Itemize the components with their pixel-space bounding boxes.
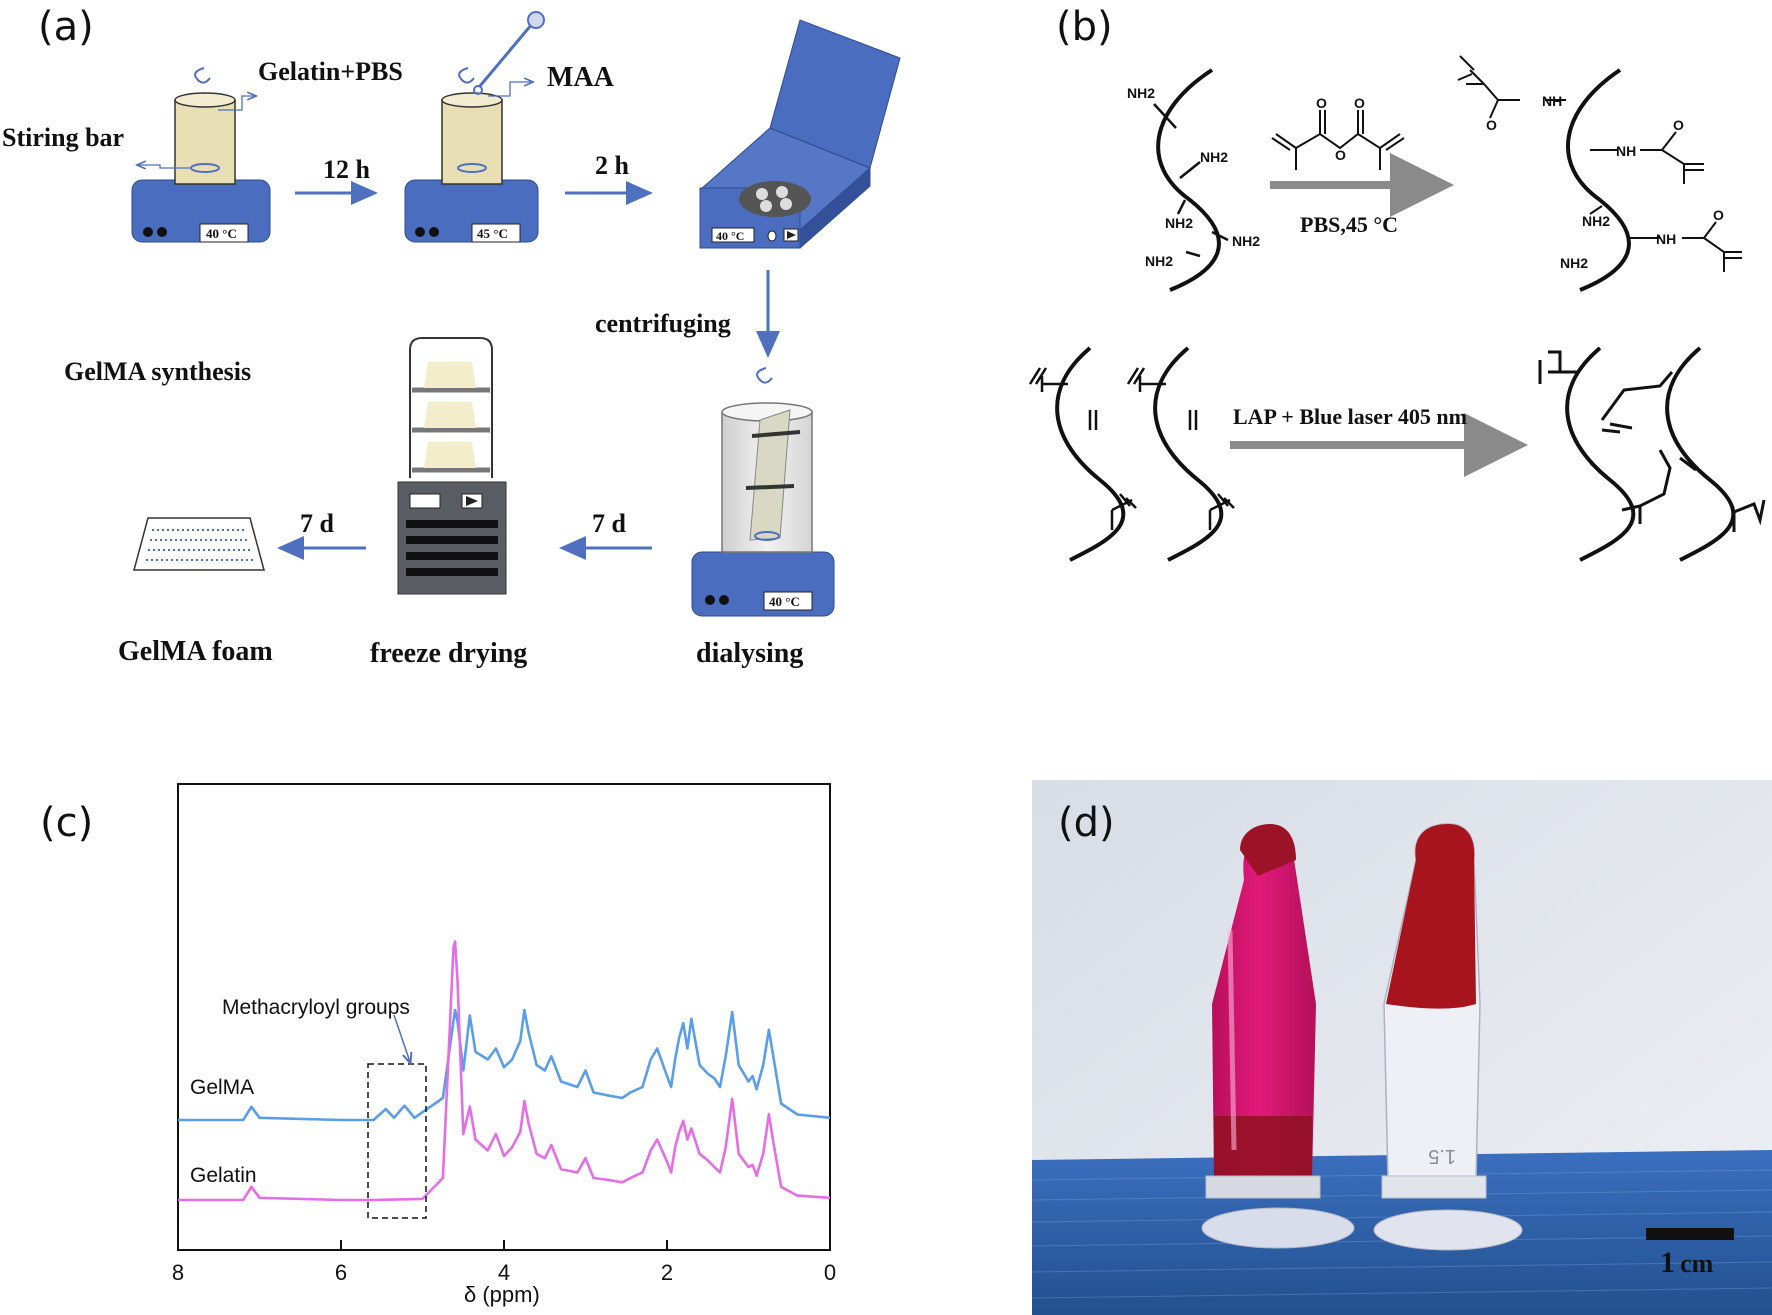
scale-unit: cm [1680,1249,1714,1278]
dialysing-label: dialysing [696,638,803,669]
centrifuging-label: centrifuging [595,309,731,338]
beaker-2 [441,92,503,185]
crosslink-bonds [1538,350,1766,532]
series-line-gelma [178,1008,831,1122]
pointer-gelatin [218,96,255,111]
rotation-icon-1 [194,67,211,84]
x-tick-label-0: 8 [172,1260,184,1285]
series-line-gelatin [178,940,831,1202]
hydrogel-photo: 1.5 [1031,780,1772,1315]
nh2-label-5: NH2 [1145,253,1173,269]
rotation-icon-2 [458,67,475,84]
scale-bar [1646,1228,1734,1240]
o-label-4: O [1486,117,1497,133]
methacryloyl-pointer [393,1014,410,1062]
temp-label-4: 40 °C [769,594,800,609]
panel-b-label: (b) [1056,4,1113,50]
nh2-label-7: NH2 [1560,255,1588,271]
gelma-foam-sheet [133,517,265,571]
x-tick-label-1: 6 [335,1260,347,1285]
panel-c-label: (c) [40,800,93,846]
nh-label-2: NH [1616,143,1636,159]
step1-time: 12 h [323,155,371,184]
methacrylic-anhydride [1271,110,1405,170]
x-tick-label-3: 2 [661,1260,673,1285]
scale-bar-label: 1 cm [1660,1246,1713,1280]
pipette-icon [473,11,545,95]
gelma-crosslinked-network [1565,346,1736,562]
temp-label-2: 45 °C [477,226,508,241]
pointer-maa [488,82,532,97]
panel-a-label: (a) [38,4,94,50]
nh-label-1: NH [1542,93,1562,109]
step4-time: 7 d [300,509,335,538]
centrifuge [699,19,901,249]
gelatin-chain [1153,68,1229,292]
dialysis-setup [691,367,835,617]
condition-2: LAP + Blue laser 405 nm [1233,404,1467,429]
x-tick-label-2: 4 [498,1260,510,1285]
nh2-label-4: NH2 [1232,233,1260,249]
tube-gelatin-red: 1.5 [1373,823,1523,1251]
oxygen-label-2: O [1354,95,1365,111]
condition-1: PBS,45 °C [1300,212,1398,237]
nh2-label-1: NH2 [1127,85,1155,101]
nh-label-3: NH [1656,231,1676,247]
nh2-label-3: NH2 [1165,215,1193,231]
gelma-chain [1565,68,1631,292]
panel-d-label: (d) [1058,800,1115,846]
series-label-gelatin: Gelatin [190,1164,257,1187]
gelma-chains-uncrosslinked [1055,346,1224,562]
methacryl-side-groups [1028,367,1235,530]
scale-number: 1 [1660,1246,1675,1279]
maa-label: MAA [547,62,615,93]
tube-graduation: 1.5 [1428,1145,1456,1167]
pointer-stirring-bar [138,165,190,168]
step3-time: 7 d [592,509,627,538]
temp-label-3: 40 °C [716,229,744,243]
freeze-dryer [397,337,507,595]
o-label-6: O [1713,207,1724,223]
series-label-gelma: GelMA [190,1076,254,1099]
step2-time: 2 h [595,151,630,180]
stirring-bar-label: Stiring bar [2,123,124,152]
beaker-1 [174,92,236,185]
x-axis-label: δ (ppm) [464,1282,540,1307]
methacryloyl-annotation: Methacryloyl groups [222,996,410,1019]
temp-label-1: 40 °C [206,226,237,241]
synthesis-label: GelMA synthesis [64,357,251,386]
gelma-methacryl-groups [1457,55,1742,272]
stirrer-hotplate-1: 40 °C [131,167,271,243]
tube-gelma-pink [1201,824,1355,1249]
gelatin-pbs-label: Gelatin+PBS [258,57,403,86]
x-tick-label-4: 0 [824,1260,836,1285]
oxygen-label-1: O [1316,95,1327,111]
oxygen-label-3: O [1335,147,1346,163]
nh2-label-2: NH2 [1200,149,1228,165]
foam-label: GelMA foam [118,636,273,667]
nh2-label-6: NH2 [1582,213,1610,229]
o-label-5: O [1673,117,1684,133]
freeze-label: freeze drying [370,638,527,669]
methacryloyl-highlight-box [367,1063,427,1219]
